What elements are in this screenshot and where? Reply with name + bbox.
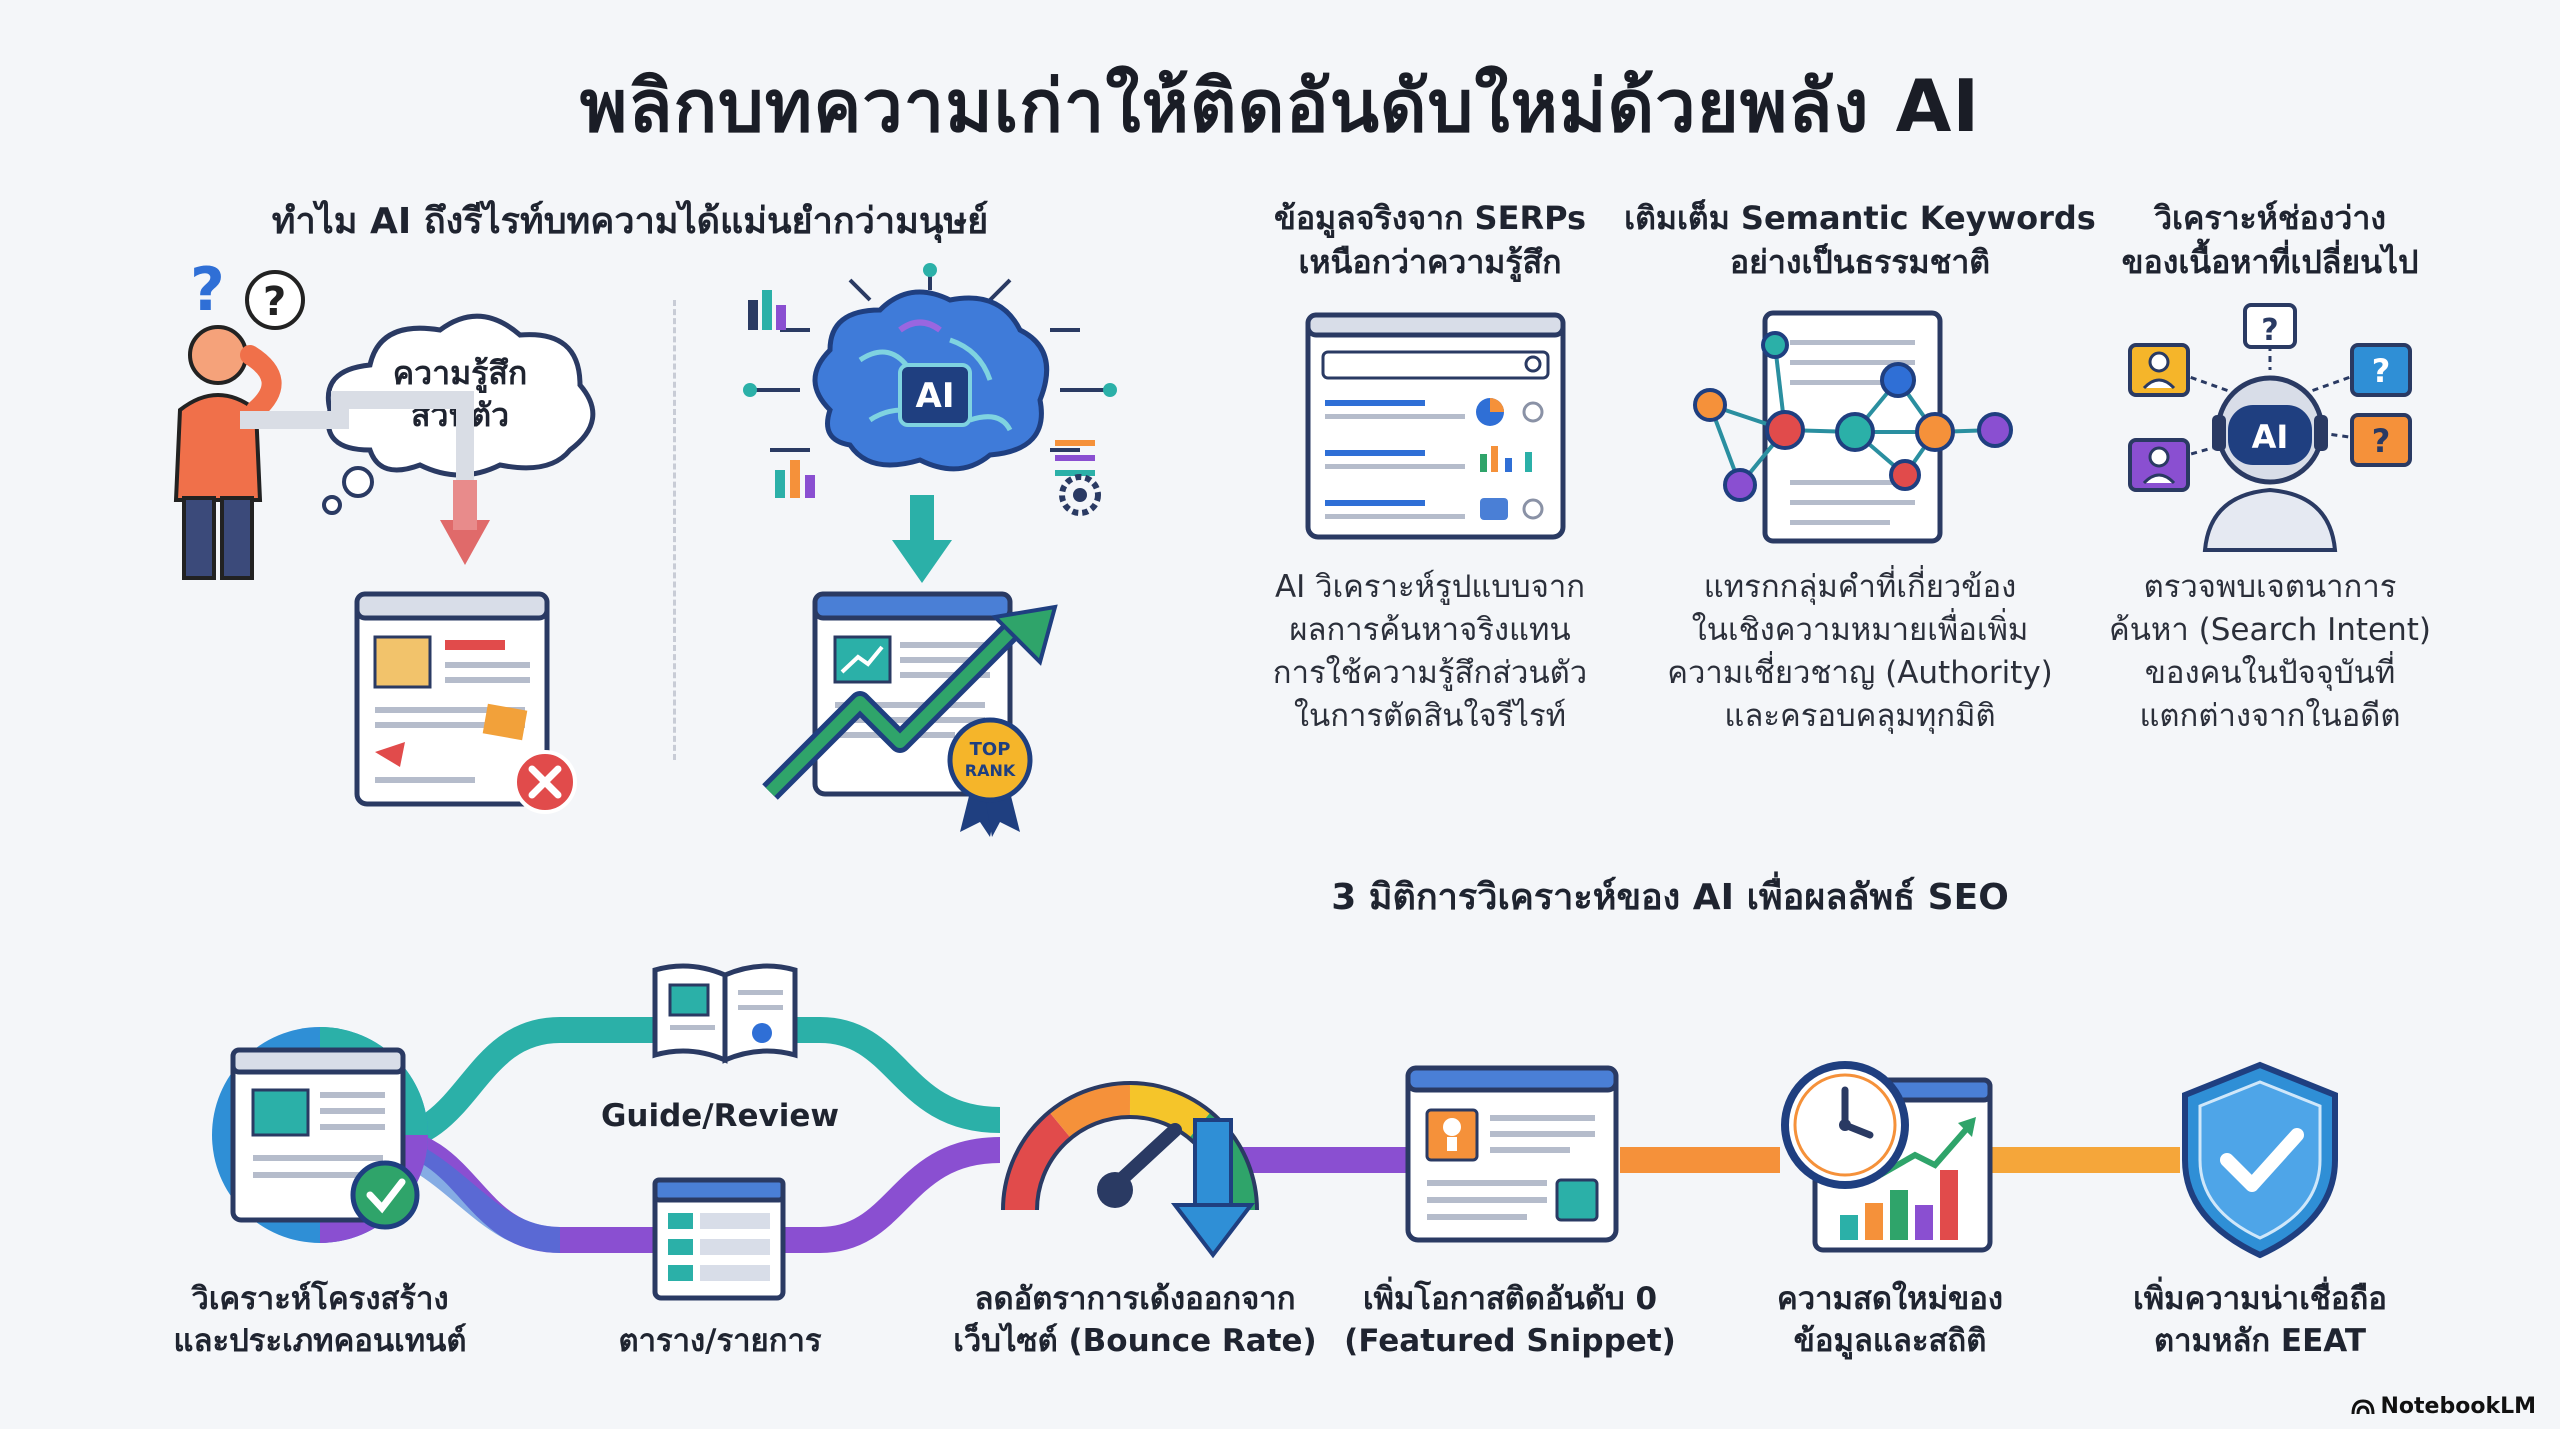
teal-down-arrow-icon <box>892 495 952 583</box>
column-1-title-line-2: เหนือกว่าความรู้สึก <box>1298 243 1562 281</box>
column-1-desc-line-4: ในการตัดสินใจรีไรท์ <box>1293 698 1567 734</box>
step-3-label-line-2: (Featured Snippet) <box>1344 1323 1676 1359</box>
step-1-label-line-2: และประเภทคอนเทนต์ <box>173 1323 467 1359</box>
column-3-desc-line-4: แตกต่างจากในอดีต <box>2139 698 2401 734</box>
step-4-label-line-1: ความสดใหม่ของ <box>1777 1281 2003 1317</box>
old-article-icon <box>354 591 577 814</box>
table-list-icon <box>652 1177 786 1301</box>
svg-text:?: ? <box>2261 313 2278 348</box>
badge-text-top: TOP <box>970 739 1011 760</box>
svg-text:?: ? <box>190 255 225 325</box>
column-2-title: เติมเต็ม Semantic Keywords อย่างเป็นธรรม… <box>1620 196 2100 284</box>
column-1-title: ข้อมูลจริงจาก SERPs เหนือกว่าความรู้สึก <box>1240 196 1620 284</box>
guide-book-icon <box>652 963 798 1064</box>
column-2-title-line-2: อย่างเป็นธรรมชาติ <box>1729 243 1991 281</box>
eeat-shield-icon <box>2182 1061 2338 1259</box>
page-title: พลิกบทความเก่าให้ติดอันดับใหม่ด้วยพลัง A… <box>579 64 1981 148</box>
svg-text:?: ? <box>2372 422 2391 460</box>
column-2-desc: แทรกกลุ่มคำที่เกี่ยวข้อง ในเชิงความหมายเ… <box>1640 566 2080 738</box>
cloud-text-line-1: ความรู้สึก <box>392 354 528 392</box>
brand-name: NotebookLM <box>2380 1394 2536 1419</box>
branch-table-list: ตาราง/รายการ <box>618 1323 822 1359</box>
step-5-label: เพิ่มความน่าเชื่อถือ ตามหลัก EEAT <box>2090 1278 2430 1362</box>
column-2-desc-line-2: ในเชิงความหมายเพื่อเพิ่ม <box>1691 612 2029 648</box>
confused-person-icon: ? ? <box>173 255 305 580</box>
divider <box>673 300 676 760</box>
branch-guide-review: Guide/Review <box>600 1098 840 1134</box>
step-1-label: วิเคราะห์โครงสร้าง และประเภทคอนเทนต์ <box>140 1278 500 1362</box>
column-3-desc-line-3: ของคนในปัจจุบันที่ <box>2144 655 2396 691</box>
column-2-desc-line-3: ความเชี่ยวชาญ (Authority) <box>1667 655 2053 691</box>
column-2-desc-line-1: แทรกกลุ่มคำที่เกี่ยวข้อง <box>1703 569 2017 605</box>
column-1-desc: AI วิเคราะห์รูปแบบจาก ผลการค้นหาจริงแทน … <box>1235 566 1625 738</box>
column-2-title-line-1: เติมเต็ม Semantic Keywords <box>1624 199 2096 237</box>
column-3-desc: ตรวจพบเจตนาการ ค้นหา (Search Intent) ของ… <box>2080 566 2460 738</box>
column-2-desc-line-4: และครอบคลุมทุกมิติ <box>1724 698 1996 734</box>
badge-text-bottom: RANK <box>965 761 1016 780</box>
step-1-label-line-1: วิเคราะห์โครงสร้าง <box>191 1281 449 1317</box>
column-1-desc-line-1: AI วิเคราะห์รูปแบบจาก <box>1274 569 1586 605</box>
column-1-desc-line-2: ผลการค้นหาจริงแทน <box>1289 612 1571 648</box>
bounce-rate-gauge-icon <box>1001 1081 1259 1259</box>
bottom-section-heading: 3 มิติการวิเคราะห์ของ AI เพื่อผลลัพธ์ SE… <box>1331 877 2009 918</box>
ranked-article-icon: TOP RANK <box>762 591 1058 837</box>
left-section-heading: ทำไม AI ถึงรีไรท์บทความได้แม่นยำกว่ามนุษ… <box>271 201 989 242</box>
brand-mark: NotebookLM <box>2351 1394 2536 1419</box>
step-5-label-line-2: ตามหลัก EEAT <box>2153 1323 2367 1359</box>
down-arrow-icon <box>240 391 490 565</box>
freshness-clock-chart-icon <box>1781 1061 1993 1253</box>
step-3-label: เพิ่มโอกาสติดอันดับ 0 (Featured Snippet) <box>1330 1278 1690 1362</box>
column-3-title: วิเคราะห์ช่องว่าง ของเนื้อหาที่เปลี่ยนไป <box>2080 196 2460 284</box>
column-3-desc-line-2: ค้นหา (Search Intent) <box>2109 612 2431 648</box>
step-2-label-line-2: เว็บไซต์ (Bounce Rate) <box>953 1323 1317 1359</box>
serp-browser-icon <box>1305 312 1566 540</box>
semantic-network-icon <box>1693 310 2013 544</box>
step-2-label: ลดอัตราการเด้งออกจาก เว็บไซต์ (Bounce Ra… <box>925 1278 1345 1362</box>
featured-snippet-icon <box>1405 1065 1619 1243</box>
ai-robot-icon: ? ? ? AI <box>2128 303 2412 552</box>
step-4-label: ความสดใหม่ของ ข้อมูลและสถิติ <box>1720 1278 2060 1362</box>
column-3-desc-line-1: ตรวจพบเจตนาการ <box>2143 569 2397 605</box>
svg-text:?: ? <box>2372 352 2391 390</box>
step-2-label-line-1: ลดอัตราการเด้งออกจาก <box>974 1281 1296 1317</box>
brain-label: AI <box>916 376 955 416</box>
robot-label: AI <box>2252 418 2289 456</box>
ai-brain-icon: AI <box>743 263 1117 516</box>
step-3-label-line-1: เพิ่มโอกาสติดอันดับ 0 <box>1362 1281 1658 1317</box>
column-1-desc-line-3: การใช้ความรู้สึกส่วนตัว <box>1272 655 1588 691</box>
column-3-title-line-1: วิเคราะห์ช่องว่าง <box>2154 199 2386 237</box>
column-1-title-line-1: ข้อมูลจริงจาก SERPs <box>1273 199 1587 237</box>
step-5-label-line-1: เพิ่มความน่าเชื่อถือ <box>2133 1281 2387 1317</box>
step-4-label-line-2: ข้อมูลและสถิติ <box>1793 1323 1987 1359</box>
structure-check-icon <box>212 1027 428 1243</box>
column-3-title-line-2: ของเนื้อหาที่เปลี่ยนไป <box>2121 243 2419 281</box>
notebooklm-logo-icon <box>2351 1398 2375 1414</box>
svg-text:?: ? <box>263 279 286 325</box>
